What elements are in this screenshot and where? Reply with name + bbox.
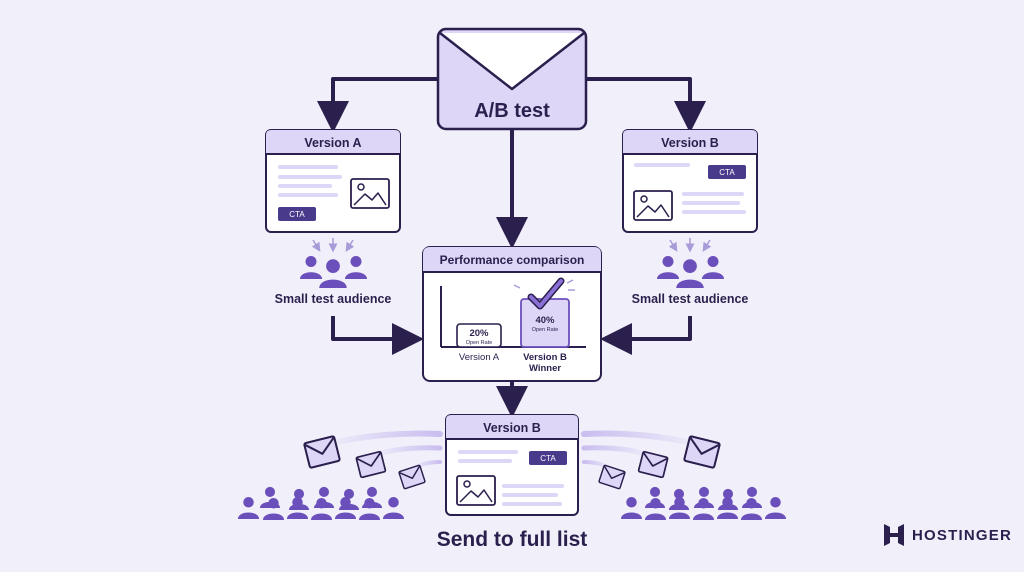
- person-icon: [319, 259, 347, 288]
- person-icon: [310, 497, 333, 520]
- version-b-cta-button: [708, 165, 746, 179]
- person-icon: [300, 256, 322, 279]
- person-icon: [644, 497, 667, 520]
- version-a-title: Version A: [304, 136, 361, 150]
- left-audience-label: Small test audience: [275, 292, 392, 306]
- version-a-cta-button: [278, 207, 316, 221]
- performance-comparison-card: Performance comparison 20% Open Rate Ver…: [422, 246, 602, 382]
- bar-b-sublabel: Winner: [529, 363, 561, 374]
- version-b-card: Version B CTA: [622, 129, 758, 233]
- person-icon: [345, 256, 367, 279]
- version-b-text-lines: [682, 192, 746, 214]
- arrow-to-version-b: [587, 77, 706, 133]
- hostinger-logo-icon: [884, 524, 904, 546]
- version-a-header: [266, 130, 400, 154]
- person-icon: [764, 496, 787, 519]
- version-a-card: Version A CTA: [265, 129, 401, 233]
- version-b-title: Version B: [661, 136, 719, 150]
- bar-b-value: 40%: [535, 315, 555, 326]
- image-placeholder-icon: [350, 178, 390, 209]
- envelope-icon: [682, 435, 722, 469]
- bar-version-a: [456, 323, 502, 348]
- person-icon: [358, 497, 381, 520]
- version-b-cta-label: CTA: [719, 168, 735, 177]
- final-card-header: [446, 415, 578, 439]
- image-placeholder-icon: [633, 190, 673, 221]
- comparison-title: Performance comparison: [440, 253, 585, 267]
- ab-test-envelope: A/B test: [436, 27, 588, 131]
- bar-b-label: Version B: [523, 352, 567, 363]
- person-icon: [702, 256, 724, 279]
- bar-b-caption: Open Rate: [532, 327, 559, 333]
- version-a-cta-label: CTA: [289, 210, 305, 219]
- final-text-lines: [458, 450, 564, 506]
- envelope-icon: [598, 464, 626, 490]
- person-icon: [740, 497, 763, 520]
- version-a-text-lines: [278, 165, 342, 197]
- version-b-header: [623, 130, 757, 154]
- person-icon: [262, 497, 285, 520]
- person-icon: [237, 496, 260, 519]
- comparison-header: [423, 247, 601, 272]
- final-card-title: Version B: [483, 421, 541, 435]
- envelope-icon: [355, 450, 387, 479]
- person-icon: [620, 496, 643, 519]
- final-cta-button: [529, 451, 567, 465]
- hostinger-logo-text: HOSTINGER: [912, 526, 1012, 544]
- bar-a-label: Version A: [459, 352, 500, 363]
- image-placeholder-icon: [456, 475, 496, 506]
- full-list-audience-right: [620, 486, 787, 520]
- bar-a-value: 20%: [469, 328, 489, 339]
- final-cta-label: CTA: [540, 454, 556, 463]
- envelope-icon: [398, 464, 426, 490]
- right-audience-label: Small test audience: [632, 292, 749, 306]
- send-to-full-list-caption: Send to full list: [437, 528, 588, 551]
- final-version-b-card: Version B CTA: [445, 414, 579, 516]
- right-small-audience: Small test audience: [632, 238, 749, 306]
- hostinger-logo: HOSTINGER: [884, 524, 1012, 546]
- flow-arrows: [317, 77, 706, 418]
- full-list-audience-left: [237, 486, 405, 520]
- person-icon: [382, 496, 405, 519]
- person-icon: [692, 497, 715, 520]
- incoming-arrows: [668, 238, 712, 253]
- winner-check-icon: [513, 277, 575, 310]
- ab-test-title: A/B test: [474, 100, 550, 122]
- person-icon: [676, 259, 704, 288]
- envelope-icon: [302, 435, 342, 469]
- left-small-audience: Small test audience: [275, 238, 392, 306]
- arrow-to-version-a: [317, 77, 437, 133]
- incoming-arrows: [311, 238, 355, 253]
- bar-a-caption: Open Rate: [466, 340, 493, 346]
- envelope-icon: [637, 450, 669, 479]
- envelope-flap: [439, 32, 585, 91]
- person-icon: [657, 256, 679, 279]
- arrow-left-audience-to-comparison: [331, 316, 424, 355]
- arrow-right-audience-to-comparison: [600, 316, 692, 355]
